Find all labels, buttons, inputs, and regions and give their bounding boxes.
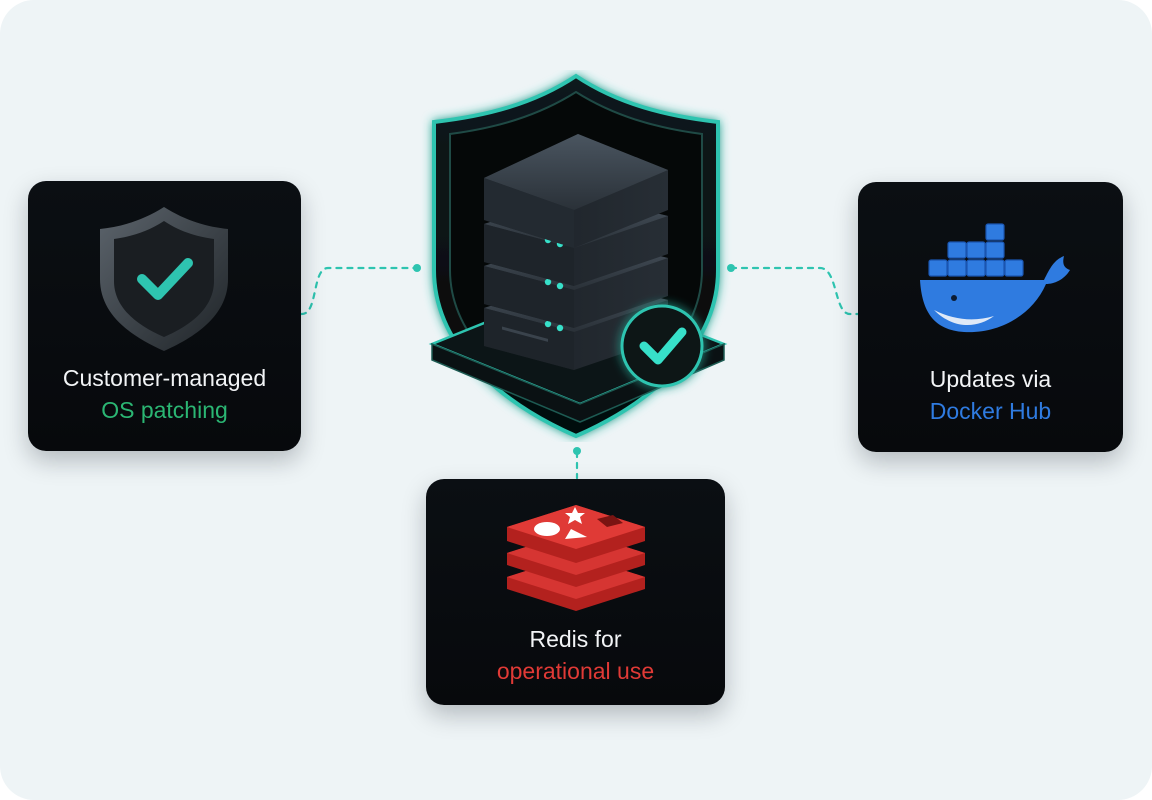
connector-right xyxy=(729,266,868,316)
redis-cube-icon xyxy=(507,505,645,611)
connector-left-dot xyxy=(413,264,421,272)
docker-line2: Docker Hub xyxy=(929,398,1052,424)
redis-card: Redis for operational use xyxy=(426,479,725,705)
redis-line2: operational use xyxy=(496,658,655,684)
connector-bottom-dot xyxy=(573,447,581,455)
docker-card: Updates via Docker Hub xyxy=(858,182,1123,452)
server-shield-check-icon xyxy=(428,73,728,439)
docker-whale-icon xyxy=(920,223,1070,333)
connector-left xyxy=(288,266,418,316)
os-patching-card: Customer-managed OS patching xyxy=(28,181,301,451)
os-patching-line1: Customer-managed xyxy=(62,365,267,391)
redis-line1: Redis for xyxy=(529,626,622,652)
connector-right-dot xyxy=(727,264,735,272)
shield-check-icon xyxy=(100,207,228,351)
os-patching-line2: OS patching xyxy=(101,397,228,423)
docker-line1: Updates via xyxy=(929,366,1052,392)
